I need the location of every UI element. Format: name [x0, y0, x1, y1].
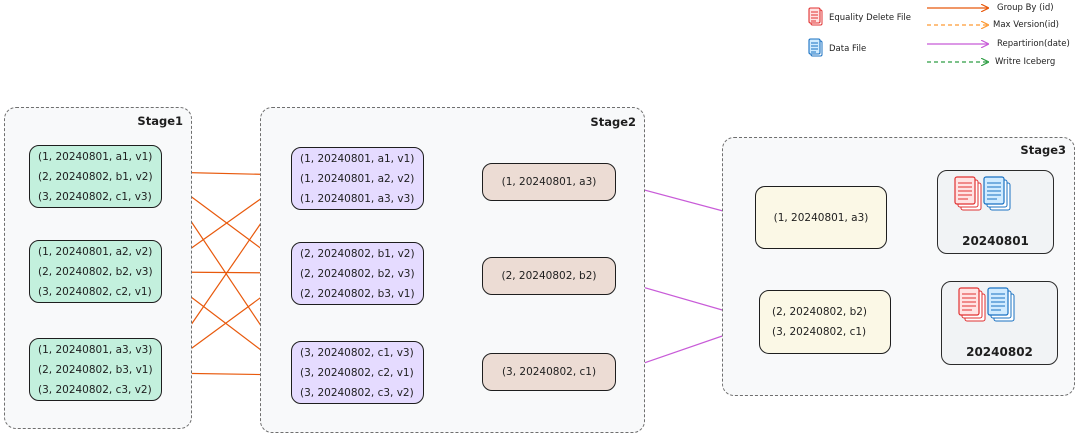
stage1-node-1: (1, 20240801, a1, v1) (2, 20240802, b1, … [29, 145, 162, 208]
record-row: (3, 20240802, c1) [772, 326, 867, 338]
legend-data-file-icon [808, 38, 823, 57]
file-stack-icon [954, 176, 1011, 211]
record-row: (1, 20240801, a3) [773, 211, 869, 224]
record-row: (1, 20240801, a1, v1) [38, 150, 153, 163]
stage2-max-node-3: (3, 20240802, c1) [482, 353, 616, 391]
stage2-title: Stage2 [590, 115, 636, 129]
record-row: (3, 20240802, c1) [501, 366, 597, 378]
record-row: (3, 20240802, c3, v2) [300, 386, 414, 399]
stage2-max-node-2: (2, 20240802, b2) [482, 257, 616, 295]
record-row: (1, 20240801, a1, v1) [300, 152, 415, 165]
legend-repartition: Repartirion(date) [997, 39, 1070, 49]
legend-data-file: Data File [829, 44, 867, 54]
record-row: (2, 20240802, b2) [772, 306, 868, 318]
record-row: (3, 20240802, c1, v3) [38, 190, 152, 203]
record-row: (2, 20240802, b1, v2) [300, 247, 415, 260]
stage2-group-node-3: (3, 20240802, c1, v3) (3, 20240802, c2, … [291, 341, 424, 404]
data-file-icon [983, 176, 1011, 211]
legend-equality-delete-file: Equality Delete File [829, 13, 912, 23]
stage2-max-node-1: (1, 20240801, a3) [482, 163, 616, 201]
legend-group-by: Group By (id) [997, 3, 1054, 13]
record-row: (2, 20240802, b3, v1) [300, 287, 415, 300]
partition-file-box-20240802: 20240802 [941, 281, 1058, 365]
file-stack-icon [958, 287, 1015, 322]
stage3-partition-node-2: (2, 20240802, b2) (3, 20240802, c1) [759, 290, 891, 354]
delete-file-icon [954, 176, 982, 211]
delete-file-icon [958, 287, 986, 322]
record-row: (2, 20240802, b3, v1) [38, 363, 153, 376]
record-row: (3, 20240802, c3, v2) [38, 383, 152, 396]
data-file-icon [987, 287, 1015, 322]
stage1-node-3: (1, 20240801, a3, v3) (2, 20240802, b3, … [29, 338, 162, 401]
record-row: (1, 20240801, a3, v3) [300, 192, 415, 205]
record-row: (1, 20240801, a3, v3) [38, 343, 153, 356]
record-row: (2, 20240802, b2, v3) [300, 267, 415, 280]
record-row: (2, 20240802, b1, v2) [38, 170, 153, 183]
stage1-node-2: (1, 20240801, a2, v2) (2, 20240802, b2, … [29, 240, 162, 303]
partition-label: 20240801 [962, 234, 1029, 248]
legend-delete-file-icon [808, 7, 823, 26]
record-row: (3, 20240802, c2, v1) [300, 366, 414, 379]
stage3-title: Stage3 [1020, 143, 1066, 157]
stage2-group-node-2: (2, 20240802, b1, v2) (2, 20240802, b2, … [291, 242, 424, 305]
stage1-title: Stage1 [137, 114, 183, 128]
legend-write-iceberg: Writre Iceberg [995, 57, 1056, 67]
record-row: (1, 20240801, a2, v2) [38, 245, 153, 258]
legend-max-version: Max Version(id) [993, 20, 1059, 30]
stage3-partition-node-1: (1, 20240801, a3) [755, 186, 887, 249]
record-row: (2, 20240802, b2, v3) [38, 265, 153, 278]
record-row: (2, 20240802, b2) [501, 270, 597, 282]
partition-label: 20240802 [966, 345, 1033, 359]
record-row: (3, 20240802, c1, v3) [300, 346, 414, 359]
record-row: (1, 20240801, a2, v2) [300, 172, 415, 185]
stage2-group-node-1: (1, 20240801, a1, v1) (1, 20240801, a2, … [291, 147, 424, 210]
partition-file-box-20240801: 20240801 [937, 170, 1054, 254]
record-row: (1, 20240801, a3) [501, 176, 597, 188]
record-row: (3, 20240802, c2, v1) [38, 285, 152, 298]
